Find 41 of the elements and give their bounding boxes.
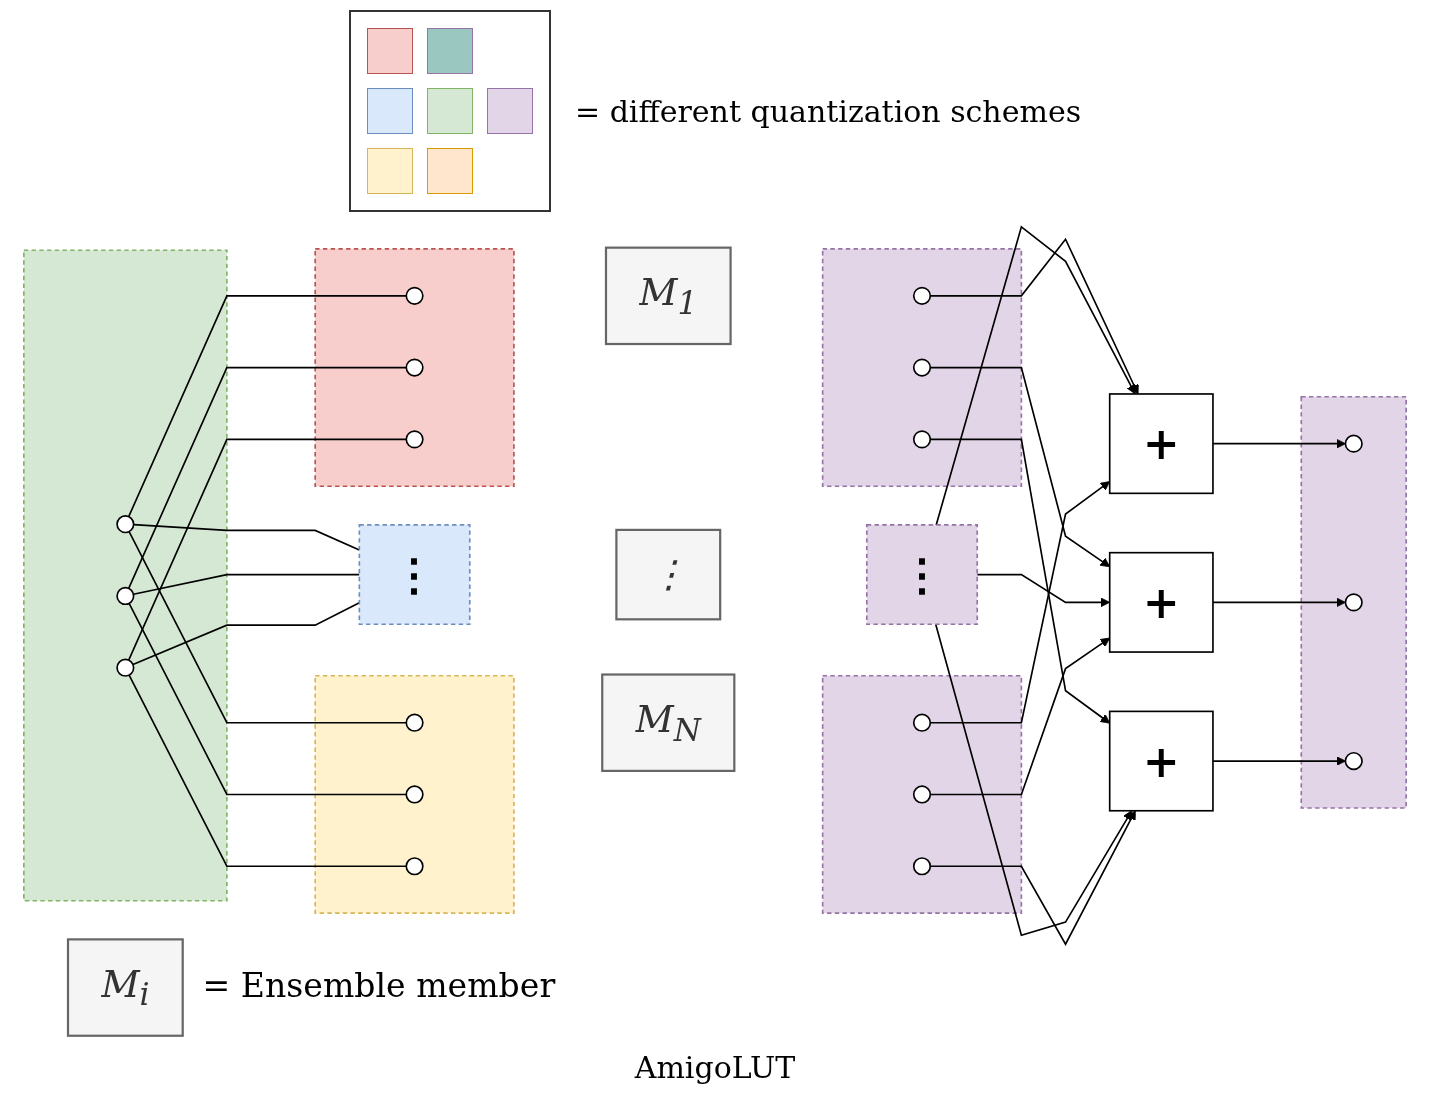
node-circle <box>1344 434 1363 453</box>
node-box: ⋮ <box>615 528 722 621</box>
node-circle <box>405 286 424 305</box>
node-box: + <box>1108 392 1214 494</box>
cluster <box>821 674 1023 914</box>
node-circle <box>405 713 424 732</box>
arrow <box>1212 438 1346 449</box>
node-circle <box>912 856 932 876</box>
node-circle <box>912 286 932 305</box>
arrow <box>1212 597 1346 607</box>
node-box: + <box>1108 710 1214 812</box>
node-box: ⋮ <box>865 523 979 625</box>
cluster <box>821 247 1023 487</box>
legend-text: = different quantization schemes <box>574 93 1082 129</box>
cluster <box>314 674 515 914</box>
node-circle <box>912 358 932 377</box>
arrow <box>1212 755 1346 766</box>
cluster <box>23 249 228 902</box>
node-circle <box>116 514 135 533</box>
node-box: M$_{N}$ <box>601 673 736 772</box>
node-circle <box>1344 751 1363 770</box>
node-circle <box>116 658 135 677</box>
arrow <box>935 225 1136 526</box>
caption: AmigoLUT <box>634 1050 796 1085</box>
cluster <box>314 247 515 487</box>
node-circle <box>405 429 424 449</box>
node-circle <box>405 785 424 804</box>
node-box: ⋮ <box>358 523 471 625</box>
node-circle <box>1344 592 1363 612</box>
node-circle <box>405 856 424 876</box>
node-circle <box>405 358 424 377</box>
node-box: M$_{i}$ <box>66 938 184 1037</box>
node-note: = Ensemble member <box>202 965 556 1005</box>
arrow <box>934 623 1133 936</box>
node-box: + <box>1108 551 1214 653</box>
node-box: M$_{1}$ <box>604 246 732 345</box>
node-circle <box>912 429 932 449</box>
node-circle <box>912 785 932 804</box>
node-circle <box>912 713 932 732</box>
cluster <box>1300 395 1407 809</box>
node-circle <box>116 586 135 605</box>
